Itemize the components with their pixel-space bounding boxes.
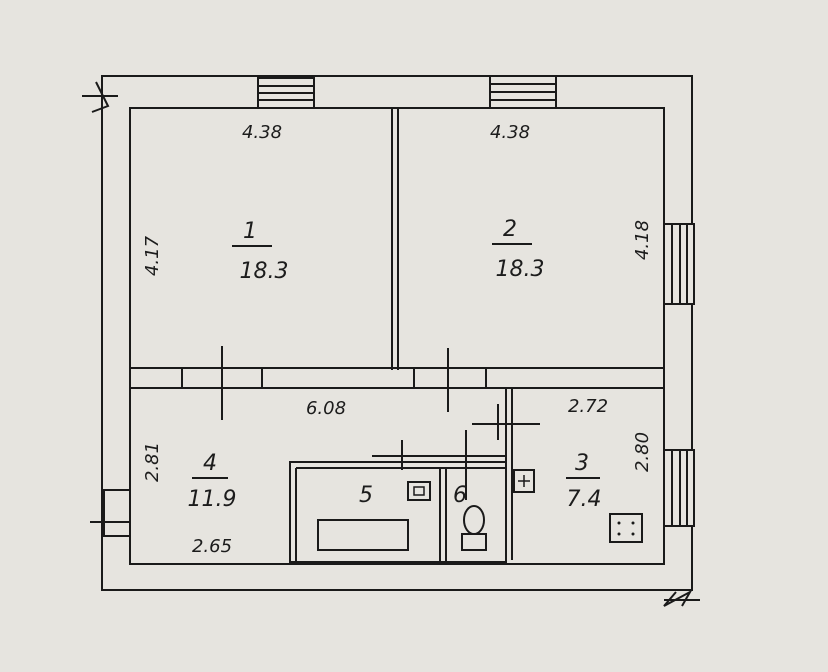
- room4-number: 4: [203, 451, 217, 476]
- sink-5: [407, 481, 431, 501]
- toilet: [461, 505, 487, 551]
- room3-width: 2.72: [568, 396, 608, 417]
- room1-area: 18.3: [240, 259, 289, 284]
- room2-depth: 4.18: [632, 220, 653, 260]
- room1-width: 4.38: [242, 122, 282, 143]
- sink-5-inner: [413, 486, 425, 496]
- room2-number: 2: [503, 217, 517, 242]
- window-right-lower: [663, 449, 695, 527]
- room3-number: 3: [575, 451, 589, 476]
- outlet-cross: [518, 475, 530, 487]
- room1-depth: 4.17: [142, 235, 163, 276]
- partition-horizontal: [130, 346, 664, 420]
- entrance-door: [90, 489, 131, 537]
- bathtub: [317, 519, 409, 551]
- room6-number: 6: [453, 483, 467, 508]
- stove: [609, 513, 643, 543]
- partition-1-2: [391, 108, 399, 370]
- stove-burners: [617, 521, 635, 536]
- room4-area: 11.9: [188, 487, 237, 512]
- corner-break-mark-2: [663, 589, 700, 607]
- room4-width: 2.65: [192, 536, 232, 557]
- window-top-right: [489, 75, 557, 109]
- room5-number: 5: [359, 483, 373, 508]
- outlet-box: [513, 469, 535, 493]
- room2-width: 4.38: [490, 122, 530, 143]
- hall-length: 6.08: [306, 398, 346, 419]
- room4-depth: 2.81: [142, 442, 163, 482]
- room3-depth: 2.80: [632, 432, 653, 472]
- room2-area: 18.3: [496, 257, 545, 282]
- corner-break-mark: [82, 81, 118, 113]
- room1-number: 1: [243, 219, 257, 244]
- window-top-left: [257, 77, 315, 109]
- window-right-upper: [663, 223, 695, 305]
- room3-area: 7.4: [567, 487, 602, 512]
- bathroom-block: [289, 430, 507, 563]
